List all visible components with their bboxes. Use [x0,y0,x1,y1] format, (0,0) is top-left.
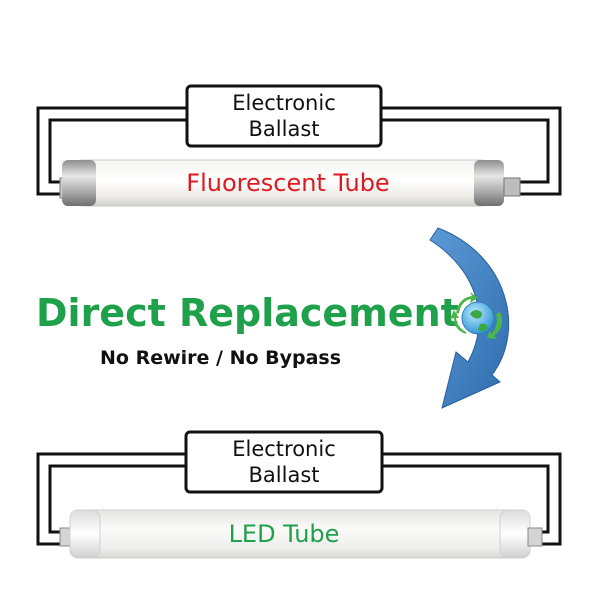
eco-recycle-globe-icon [450,292,502,339]
replacement-arrow [429,227,510,409]
top-wires [36,106,562,196]
led-tube-label: LED Tube [229,520,340,548]
top-circuit: Electronic Ballast Fluorescent Tube [36,84,562,207]
bottom-ballast-line2: Ballast [249,463,320,487]
top-ballast-line2: Ballast [249,117,320,141]
headline: Direct Replacement [36,291,459,335]
led-tube [59,509,543,559]
subline: No Rewire / No Bypass [100,347,341,369]
bottom-circuit: Electronic Ballast LED Tube [36,430,562,559]
top-ballast-line1: Electronic [232,91,336,115]
fluorescent-tube-label: Fluorescent Tube [186,169,389,197]
top-ballast-box [185,84,383,148]
bottom-ballast-box [184,430,384,494]
fluorescent-tube [59,159,521,207]
bottom-ballast-line1: Electronic [232,437,336,461]
